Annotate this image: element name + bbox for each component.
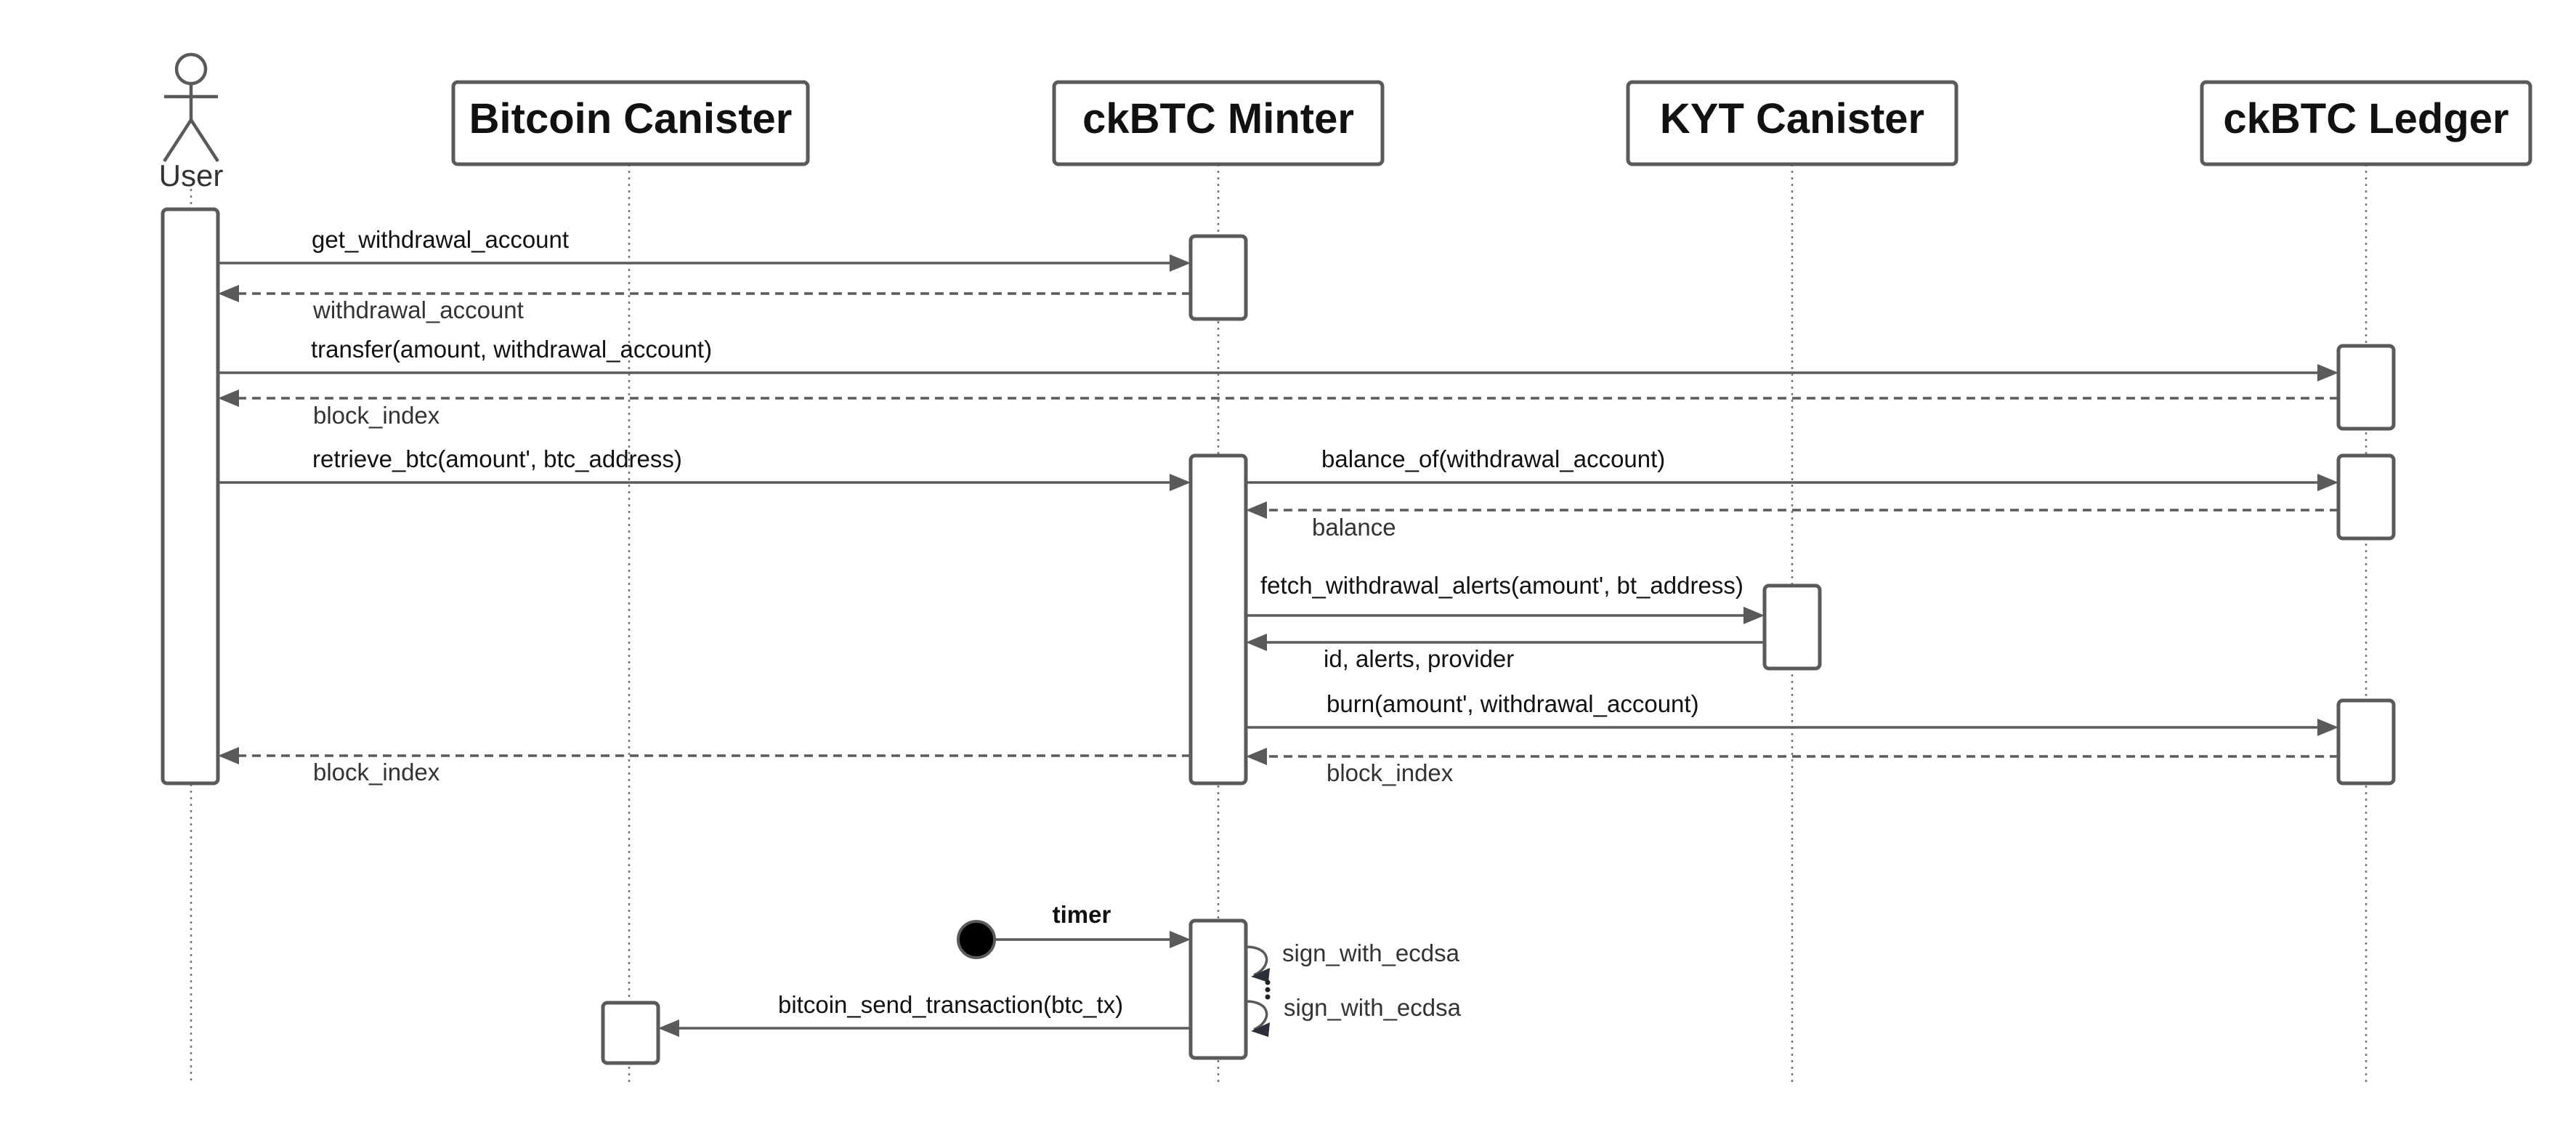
activation-ledger-3 <box>2336 698 2396 785</box>
activation-minter-2 <box>1188 453 1248 785</box>
message-burn: burn(amount', withdrawal_account) <box>1246 690 2338 736</box>
message-bitcoin-send-transaction: bitcoin_send_transaction(btc_tx) <box>658 991 1191 1037</box>
message-fetch-withdrawal-alerts: fetch_withdrawal_alerts(amount', bt_addr… <box>1246 572 1765 624</box>
actor-head <box>174 52 208 86</box>
message-timer: timer <box>995 901 1191 948</box>
message-alerts-return: id, alerts, provider <box>1246 634 1765 672</box>
arrowhead-icon <box>658 1019 679 1037</box>
arrowhead-icon <box>1170 474 1191 491</box>
self-call-arc <box>1245 945 1268 977</box>
message-label: transfer(amount, withdrawal_account) <box>311 336 712 363</box>
message-label: withdrawal_account <box>312 296 524 323</box>
message-retrieve-btc: retrieve_btc(amount', btc_address) <box>218 445 1191 491</box>
participant-ckbtc-ledger: ckBTC Ledger <box>2200 80 2532 166</box>
activation-ledger-1 <box>2336 344 2396 431</box>
message-withdrawal-account-return: withdrawal_account <box>218 285 1191 323</box>
activation-kyt <box>1762 583 1822 671</box>
activation-minter-1 <box>1188 234 1248 321</box>
ellipsis-dot <box>1265 994 1271 1000</box>
participant-ckbtc-minter: ckBTC Minter <box>1052 80 1385 166</box>
message-label: get_withdrawal_account <box>312 226 569 253</box>
message-block-index-return-3: block_index <box>1246 748 2338 786</box>
message-label: timer <box>1053 901 1111 928</box>
message-sign-with-ecdsa-2: sign_with_ecdsa <box>1245 994 1462 1037</box>
message-balance-return: balance <box>1246 501 2338 541</box>
message-label: sign_with_ecdsa <box>1284 994 1462 1021</box>
arrowhead-icon <box>2317 719 2338 736</box>
message-label: balance <box>1312 514 1396 541</box>
arrowhead-icon <box>1246 501 1267 519</box>
message-label: fetch_withdrawal_alerts(amount', bt_addr… <box>1260 572 1743 599</box>
participant-box <box>2200 80 2532 166</box>
message-label: block_index <box>313 402 440 429</box>
ellipsis-dot <box>1265 987 1271 993</box>
arrowhead-icon <box>1251 1022 1270 1037</box>
self-call-arc <box>1245 1000 1268 1031</box>
message-transfer: transfer(amount, withdrawal_account) <box>218 336 2338 381</box>
arrowhead-icon <box>2317 474 2338 491</box>
actor-user-label: User <box>159 158 224 193</box>
message-block-index-return-2: block_index <box>218 747 1191 785</box>
arrowhead-icon <box>1246 748 1267 765</box>
participant-title: ckBTC Minter <box>1082 95 1354 142</box>
timer-start-node <box>957 920 996 959</box>
message-balance-of: balance_of(withdrawal_account) <box>1246 445 2338 491</box>
participant-title: ckBTC Ledger <box>2223 95 2508 142</box>
actor-leg-right <box>190 118 219 163</box>
actor-leg-left <box>163 118 193 163</box>
message-block-index-return-1: block_index <box>218 389 2338 429</box>
message-label: block_index <box>313 759 440 785</box>
participant-title: KYT Canister <box>1660 95 1924 142</box>
message-label: block_index <box>1327 759 1454 786</box>
actor-user: User <box>159 52 224 193</box>
arrowhead-icon <box>218 389 239 407</box>
activation-ledger-2 <box>2336 453 2396 541</box>
message-label: burn(amount', withdrawal_account) <box>1327 690 1699 717</box>
activation-user <box>161 207 220 785</box>
arrowhead-icon <box>1251 968 1270 982</box>
message-label: sign_with_ecdsa <box>1282 940 1460 966</box>
arrowhead-icon <box>1246 634 1267 651</box>
message-label: balance_of(withdrawal_account) <box>1321 445 1665 472</box>
arrowhead-icon <box>1170 931 1191 948</box>
activation-bitcoin <box>601 1001 660 1065</box>
activation-minter-3 <box>1188 918 1248 1060</box>
message-get-withdrawal-account: get_withdrawal_account <box>218 226 1191 272</box>
arrowhead-icon <box>2317 364 2338 381</box>
arrowhead-icon <box>1170 254 1191 272</box>
message-sign-with-ecdsa-1: sign_with_ecdsa <box>1245 940 1460 982</box>
ellipsis-dot <box>1265 980 1271 985</box>
participant-box <box>451 80 810 166</box>
participant-bitcoin-canister: Bitcoin Canister <box>451 80 810 166</box>
arrowhead-icon <box>218 747 239 764</box>
arrowhead-icon <box>1743 607 1765 624</box>
participant-box <box>1626 80 1959 166</box>
participant-box <box>1052 80 1385 166</box>
participant-title: Bitcoin Canister <box>469 95 793 142</box>
message-label: id, alerts, provider <box>1324 645 1514 672</box>
message-label: bitcoin_send_transaction(btc_tx) <box>778 991 1123 1018</box>
arrowhead-icon <box>218 285 239 302</box>
participant-kyt-canister: KYT Canister <box>1626 80 1959 166</box>
self-call-ellipsis <box>1265 980 1271 1000</box>
message-label: retrieve_btc(amount', btc_address) <box>312 445 682 472</box>
